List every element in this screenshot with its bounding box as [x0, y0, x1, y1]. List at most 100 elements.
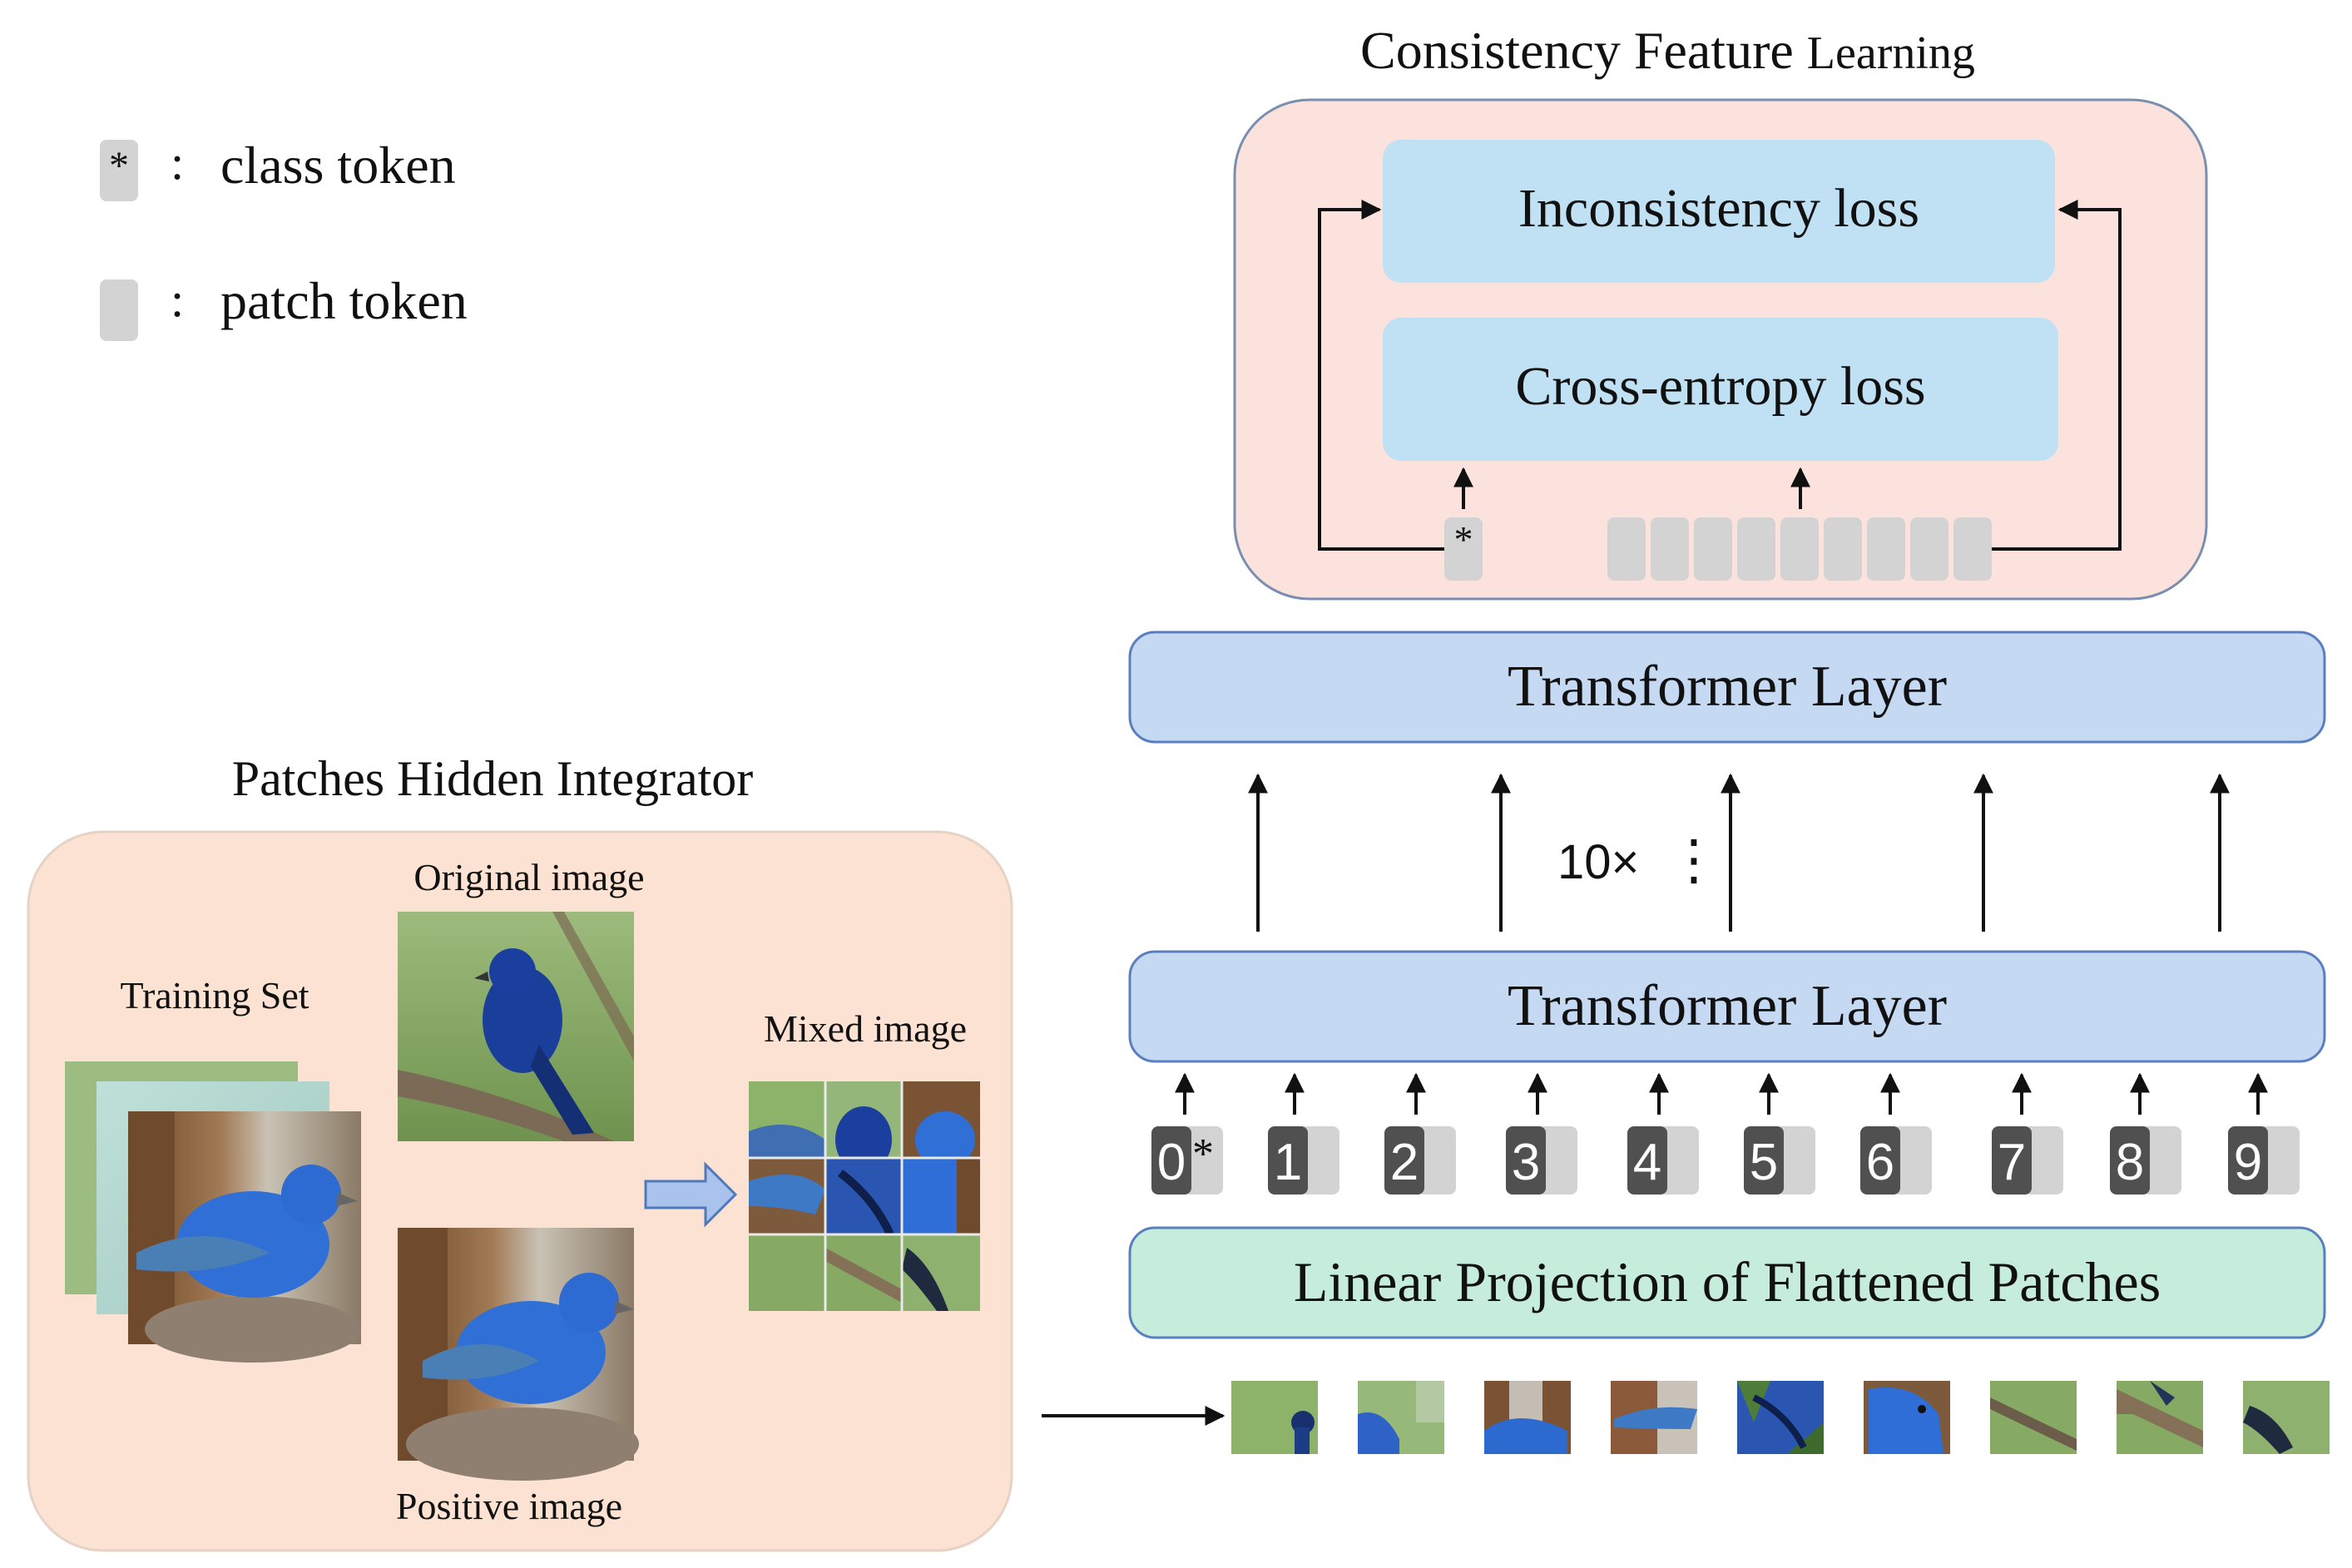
- panel-patch-token: [1867, 517, 1905, 581]
- positive-image-label: Positive image: [396, 1485, 622, 1527]
- patches-hidden-integrator: Patches Hidden Integrator Original image…: [27, 751, 1013, 1552]
- mixed-image: [749, 1081, 980, 1311]
- original-image: [398, 912, 634, 1141]
- token-body: [2023, 1126, 2063, 1195]
- position-index-tile: [1384, 1126, 1424, 1195]
- transformer-layer-bottom: [1128, 950, 2326, 1063]
- patch-token-swatch: [100, 279, 138, 341]
- position-index-tile: [1627, 1126, 1667, 1195]
- transformer-layer-top: [1128, 631, 2326, 744]
- patch-token: 5: [1744, 1126, 1815, 1195]
- transformer-arrows: [1248, 773, 2230, 932]
- position-index-label: 7: [1998, 1134, 2026, 1191]
- token-arrows: [1175, 1072, 2268, 1115]
- inconsistency-loss-label: Inconsistency loss: [1518, 178, 1919, 239]
- patch-token: 7: [1992, 1126, 2063, 1195]
- token-body: [2142, 1126, 2181, 1195]
- original-image-label: Original image: [413, 856, 644, 898]
- class-token: 0*: [1151, 1126, 1223, 1195]
- position-index-label: 8: [2116, 1134, 2144, 1191]
- input-patch: [1737, 1381, 1824, 1454]
- linear-projection: Linear Projection of Flattened Patches: [1128, 1226, 2326, 1339]
- panel-patch-tokens: [1607, 517, 1992, 581]
- panel-patch-token: [1780, 517, 1819, 581]
- class-token-symbol: *: [109, 144, 129, 188]
- panel-class-token: [1444, 517, 1483, 581]
- cross-entropy-loss-label: Cross-entropy loss: [1515, 356, 1925, 417]
- token-body: [1537, 1126, 1577, 1195]
- position-index-label: 2: [1390, 1134, 1419, 1191]
- token-body: [1775, 1126, 1815, 1195]
- input-patch: [1864, 1381, 1950, 1454]
- consistency-feature-learning: Consistency Feature Learning Inconsisten…: [1233, 21, 2208, 601]
- class-token-label: class token: [220, 136, 456, 195]
- panel-arrows: [1318, 200, 2122, 551]
- integrator-panel: [27, 830, 1013, 1552]
- patch-token: 8: [2110, 1126, 2181, 1195]
- input-patch: [2117, 1381, 2203, 1454]
- token-body: [1892, 1126, 1932, 1195]
- consistency-title-main: Consistency Feature: [1360, 21, 1794, 80]
- position-index-label: 3: [1512, 1134, 1540, 1191]
- position-index-tile: [1744, 1126, 1784, 1195]
- patch-token: 6: [1860, 1126, 1932, 1195]
- panel-patch-token: [1737, 517, 1775, 581]
- input-patch: [1611, 1381, 1697, 1454]
- patch-token: 3: [1506, 1126, 1577, 1195]
- training-set-label: Training Set: [120, 974, 309, 1016]
- patch-token-label: patch token: [220, 271, 468, 330]
- consistency-title-tail: Learning: [1807, 27, 1975, 79]
- input-patch: [2243, 1381, 2330, 1454]
- position-index-label: 9: [2234, 1134, 2262, 1191]
- position-index-tile: [1151, 1126, 1191, 1195]
- transformer-layer-bottom-label: Transformer Layer: [1508, 974, 1947, 1038]
- position-index-tile: [1992, 1126, 2032, 1195]
- position-index-tile: [1506, 1126, 1546, 1195]
- panel-class-token-symbol: *: [1454, 518, 1473, 561]
- input-patch: [1990, 1381, 2077, 1454]
- training-set-stack: [65, 1061, 361, 1363]
- cross-entropy-loss-box: [1383, 318, 2058, 461]
- position-index-label: 1: [1274, 1134, 1302, 1191]
- input-patches: [1042, 1381, 2330, 1454]
- integrator-title: Patches Hidden Integrator: [232, 751, 753, 806]
- legend-separator-1: :: [171, 136, 184, 190]
- position-index-tile: [1268, 1126, 1308, 1195]
- inconsistency-loss-box: [1383, 140, 2055, 283]
- position-index-label: 6: [1866, 1134, 1894, 1191]
- transformer-stack: Transformer Layer 10× ⋮ Transformer Laye…: [1128, 631, 2326, 1063]
- patch-token: 1: [1268, 1126, 1339, 1195]
- linear-projection-label: Linear Projection of Flattened Patches: [1294, 1250, 2161, 1313]
- class-token-swatch: [100, 140, 138, 201]
- token-body: [1659, 1126, 1699, 1195]
- panel-patch-token: [1651, 517, 1689, 581]
- position-index-tile: [1860, 1126, 1900, 1195]
- mix-arrow: [644, 1161, 738, 1228]
- legend-separator-2: :: [171, 273, 184, 327]
- repeat-ellipsis: ⋮: [1666, 829, 1721, 890]
- input-patch: [1231, 1381, 1318, 1454]
- input-patch: [1358, 1381, 1444, 1454]
- patch-token: 9: [2228, 1126, 2300, 1195]
- token-body: [1416, 1126, 1456, 1195]
- positive-image: [398, 1228, 639, 1481]
- position-index-label: 0: [1157, 1134, 1186, 1191]
- repeat-count-label: 10×: [1557, 835, 1639, 889]
- panel-patch-token: [1607, 517, 1646, 581]
- panel-patch-token: [1910, 517, 1948, 581]
- mixed-image-label: Mixed image: [764, 1007, 967, 1050]
- position-index-label: 5: [1750, 1134, 1778, 1191]
- transformer-layer-top-label: Transformer Layer: [1508, 655, 1947, 719]
- linear-projection-box: [1128, 1226, 2326, 1339]
- token-body: [1300, 1126, 1339, 1195]
- panel-patch-token: [1953, 517, 1992, 581]
- token-body: [1183, 1126, 1223, 1195]
- input-patch: [1484, 1381, 1571, 1454]
- patch-token: 2: [1384, 1126, 1456, 1195]
- consistency-title: Consistency Feature Learning: [1360, 21, 1975, 80]
- position-index-tile: [2110, 1126, 2150, 1195]
- panel-patch-token: [1824, 517, 1862, 581]
- patch-token: 4: [1627, 1126, 1699, 1195]
